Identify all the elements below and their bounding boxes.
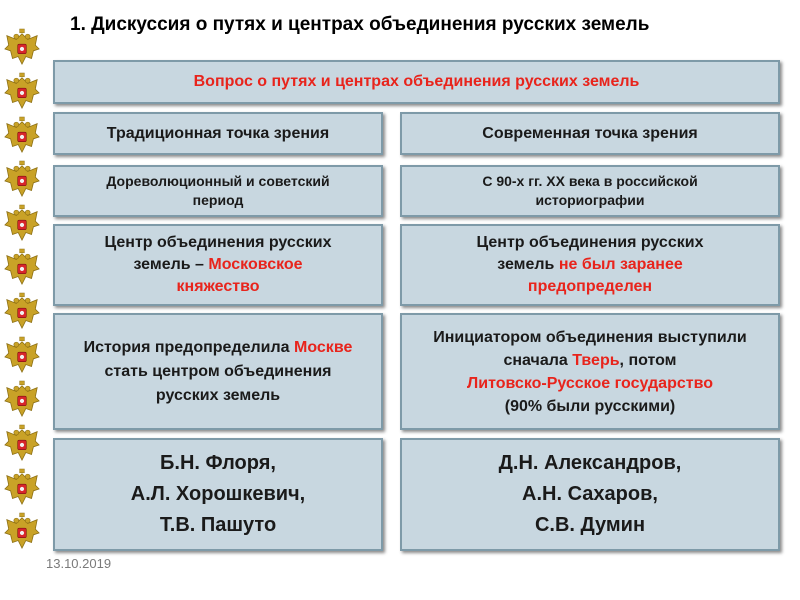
- emblem-strip: [3, 28, 43, 556]
- right-initiator-box: Инициатором объединения выступили сначал…: [400, 313, 780, 430]
- russian-coat-of-arms-icon: [4, 336, 40, 373]
- right-author-3: С.В. Думин: [534, 514, 646, 536]
- russian-coat-of-arms-icon: [4, 468, 40, 505]
- left-center-text: Центр объединения русских земель – Моско…: [104, 234, 332, 295]
- right-initiator-highlight-1: Тверь: [572, 351, 620, 369]
- slide-date: 13.10.2019: [46, 556, 112, 571]
- left-heading: Традиционная точка зрения: [106, 124, 330, 142]
- left-authors-box: Б.Н. Флоря, А.Л. Хорошкевич, Т.В. Пашуто: [53, 438, 383, 551]
- left-history-text: История предопределила Москве стать цент…: [83, 338, 353, 404]
- left-authors: Б.Н. Флоря, А.Л. Хорошкевич, Т.В. Пашуто: [131, 448, 305, 541]
- right-center-box: Центр объединения русских земель не был …: [400, 224, 780, 306]
- left-history-box: История предопределила Москве стать цент…: [53, 313, 383, 430]
- left-author-1: Б.Н. Флоря,: [160, 452, 276, 474]
- russian-coat-of-arms-icon: [4, 116, 40, 153]
- russian-coat-of-arms-icon: [4, 204, 40, 241]
- russian-coat-of-arms-icon: [4, 248, 40, 285]
- right-period: С 90-х гг. XX века в российской историог…: [482, 173, 698, 208]
- right-initiator-text: Инициатором объединения выступили сначал…: [433, 328, 747, 415]
- right-heading: Современная точка зрения: [482, 124, 698, 142]
- right-heading-box: Современная точка зрения: [400, 112, 780, 155]
- russian-coat-of-arms-icon: [4, 292, 40, 329]
- right-authors-box: Д.Н. Александров, А.Н. Сахаров, С.В. Дум…: [400, 438, 780, 551]
- russian-coat-of-arms-icon: [4, 512, 40, 549]
- right-initiator-highlight-2: Литовско-Русское государство: [467, 374, 713, 392]
- slide-title: 1. Дискуссия о путях и центрах объединен…: [70, 14, 650, 35]
- right-center-text: Центр объединения русских земель не был …: [476, 234, 704, 295]
- left-author-3: Т.В. Пашуто: [159, 514, 277, 536]
- russian-coat-of-arms-icon: [4, 28, 40, 65]
- left-center-box: Центр объединения русских земель – Моско…: [53, 224, 383, 306]
- left-period: Дореволюционный и советский период: [106, 173, 330, 208]
- russian-coat-of-arms-icon: [4, 160, 40, 197]
- left-history-highlight: Москве: [294, 338, 353, 356]
- right-author-2: А.Н. Сахаров,: [522, 483, 658, 505]
- left-center-highlight: Московское княжество: [176, 256, 303, 295]
- left-period-box: Дореволюционный и советский период: [53, 165, 383, 217]
- left-heading-box: Традиционная точка зрения: [53, 112, 383, 155]
- left-author-2: А.Л. Хорошкевич,: [130, 483, 306, 505]
- russian-coat-of-arms-icon: [4, 72, 40, 109]
- right-period-box: С 90-х гг. XX века в российской историог…: [400, 165, 780, 217]
- russian-coat-of-arms-icon: [4, 380, 40, 417]
- header-box-text: Вопрос о путях и центрах объединения рус…: [193, 73, 640, 90]
- right-author-1: Д.Н. Александров,: [498, 452, 682, 474]
- right-center-highlight: не был заранее предопределен: [527, 256, 683, 295]
- header-box: Вопрос о путях и центрах объединения рус…: [53, 60, 780, 104]
- right-authors: Д.Н. Александров, А.Н. Сахаров, С.В. Дум…: [499, 448, 682, 541]
- russian-coat-of-arms-icon: [4, 424, 40, 461]
